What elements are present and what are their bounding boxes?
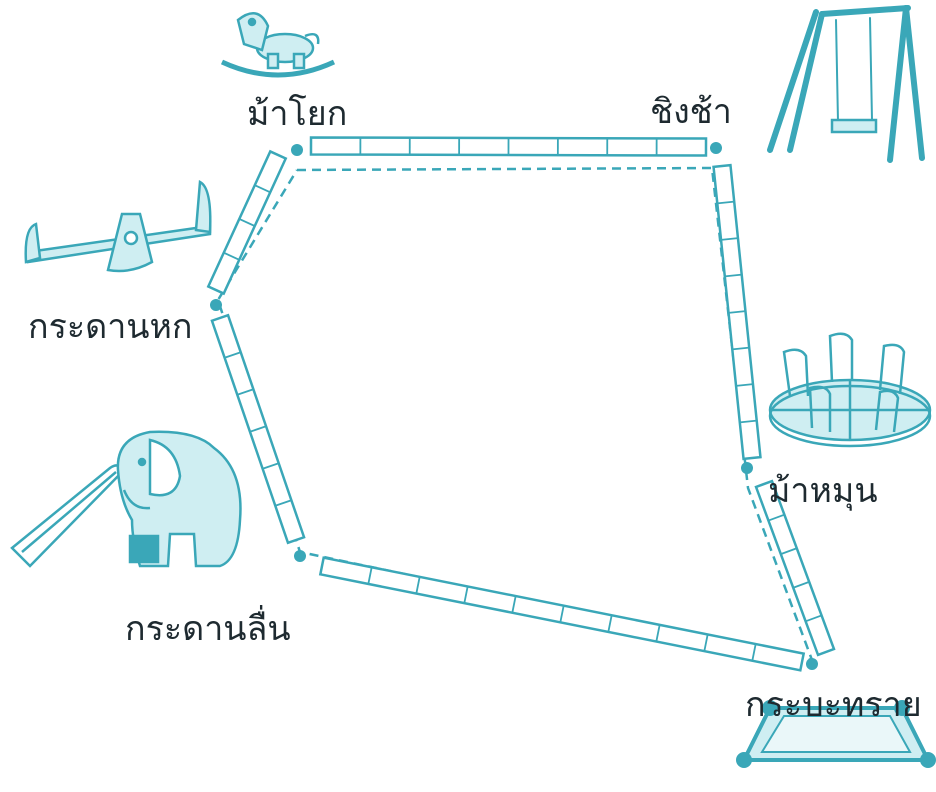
elephant-slide-icon	[12, 432, 240, 566]
fence-upper-left	[208, 151, 285, 293]
label-rocking-horse: ม้าโยก	[247, 97, 347, 131]
dot-swing	[710, 142, 722, 154]
fence-group	[208, 138, 834, 671]
rocking-horse-icon	[222, 13, 334, 75]
label-slide: กระดานลื่น	[125, 612, 291, 646]
dot-slide	[294, 550, 306, 562]
label-seesaw: กระดานหก	[28, 310, 193, 344]
fence-bottom	[320, 558, 803, 671]
label-swing: ชิงช้า	[650, 95, 732, 129]
fence-right	[714, 165, 761, 459]
dot-seesaw	[210, 299, 222, 311]
dot-rocking-horse	[291, 144, 303, 156]
seesaw-icon	[26, 182, 211, 271]
fence-top	[311, 138, 706, 156]
label-merry-go-round: ม้าหมุน	[768, 474, 878, 508]
swing-icon	[770, 8, 922, 160]
label-sandbox: กระบะทราย	[745, 688, 922, 722]
dot-merry-go-round	[741, 462, 753, 474]
merry-go-round-icon	[770, 334, 930, 446]
dot-sandbox	[806, 658, 818, 670]
